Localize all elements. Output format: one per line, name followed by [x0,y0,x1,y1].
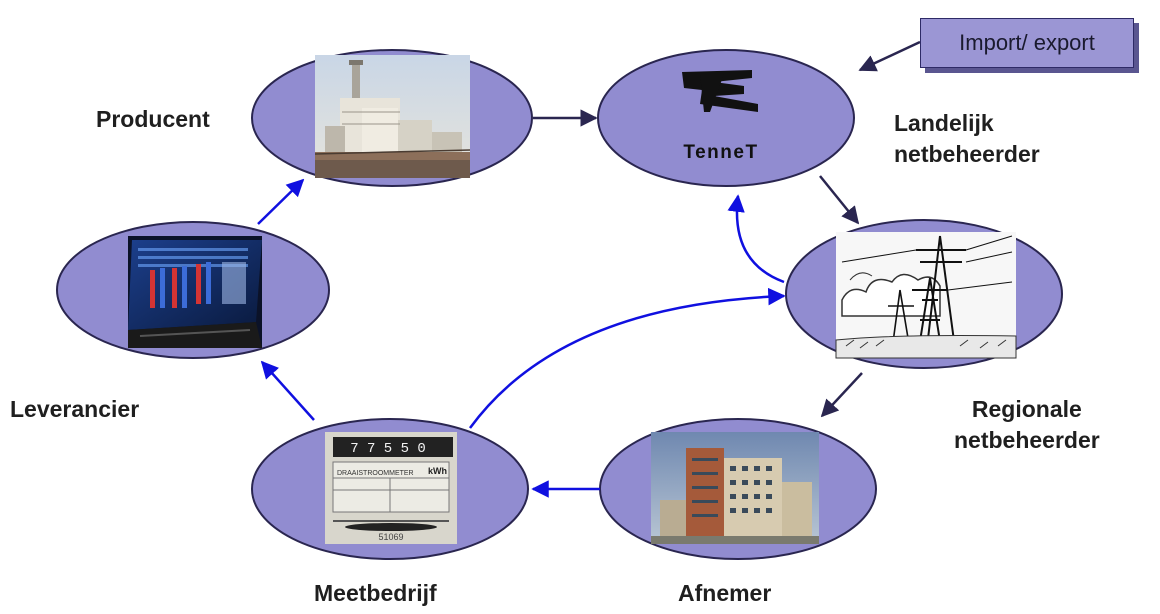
node-tennet [597,49,855,187]
edge-leverancier-to-producent [257,178,305,225]
office-building-photo [651,432,819,544]
meter-serial: 51069 [378,532,403,542]
edge-meetbedrijf-to-regionale [468,287,786,429]
label-leverancier-text: Leverancier [10,396,140,422]
label-afnemer-text: Afnemer [678,580,772,606]
import-export-label: Import/ export [959,30,1095,55]
edges-dark [533,40,921,418]
power-lines-drawing [835,232,1017,359]
tennet-logo-text: TenneT [683,142,758,163]
label-regionale-netbeheerder: Regionale netbeheerder [954,394,1100,456]
edge-regionale-to-afnemer [820,372,863,418]
edge-regionale-to-tennet [727,194,785,284]
edge-import-to-tennet [858,40,921,72]
label-regionale-line2: netbeheerder [954,427,1100,453]
power-plant-photo [314,55,471,178]
meter-unit: kWh [428,466,447,476]
import-export-box: Import/ export [920,18,1134,68]
label-producent: Producent [96,104,210,135]
trading-screen-photo [128,236,262,348]
meter-title: DRAAISTROOMMETER [337,470,414,477]
meter-digits: 7 7 5 5 0 [350,441,426,457]
label-meetbedrijf: Meetbedrijf [314,578,437,609]
edge-tennet-to-regionale [819,175,860,225]
electricity-meter-photo [325,432,457,544]
tennet-logo [682,70,758,112]
label-afnemer: Afnemer [678,578,771,609]
edge-meetbedrijf-to-leverancier [260,360,315,421]
label-landelijk-line1: Landelijk [894,110,994,136]
edges-blue [257,178,786,498]
label-landelijk-netbeheerder: Landelijk netbeheerder [894,108,1040,170]
label-leverancier: Leverancier [10,394,139,425]
label-producent-text: Producent [96,106,210,132]
label-landelijk-line2: netbeheerder [894,141,1040,167]
label-meetbedrijf-text: Meetbedrijf [314,580,437,606]
label-regionale-line1: Regionale [971,396,1082,422]
